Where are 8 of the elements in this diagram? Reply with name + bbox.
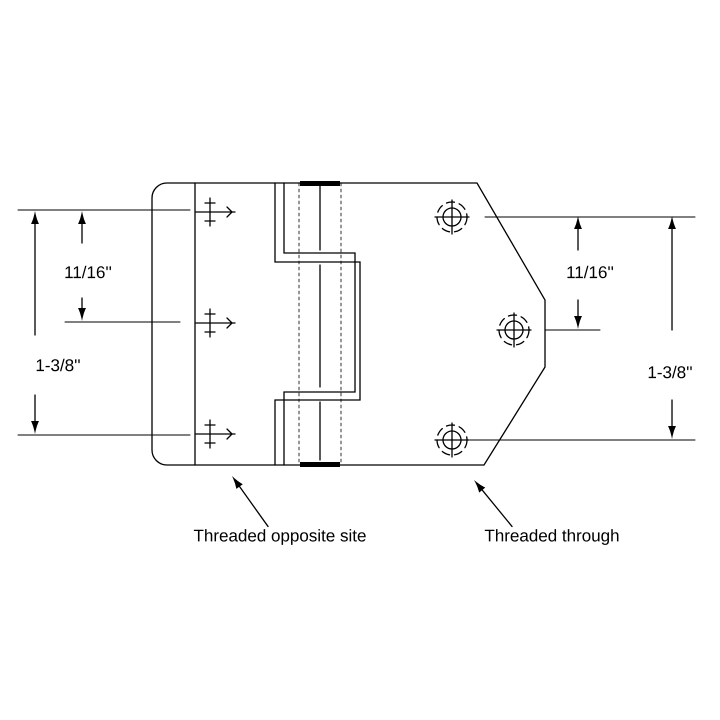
leader-line	[475, 482, 513, 528]
dimension-label: 11/16''	[567, 266, 614, 278]
leader-line	[233, 478, 269, 528]
dimension-label: 11/16''	[65, 266, 112, 278]
dimension-label: 1-3/8''	[36, 358, 80, 372]
caption-text: Threaded through	[484, 529, 618, 545]
dimension-label: 1-3/8''	[648, 366, 692, 378]
caption-text: Threaded opposite site	[194, 529, 366, 545]
